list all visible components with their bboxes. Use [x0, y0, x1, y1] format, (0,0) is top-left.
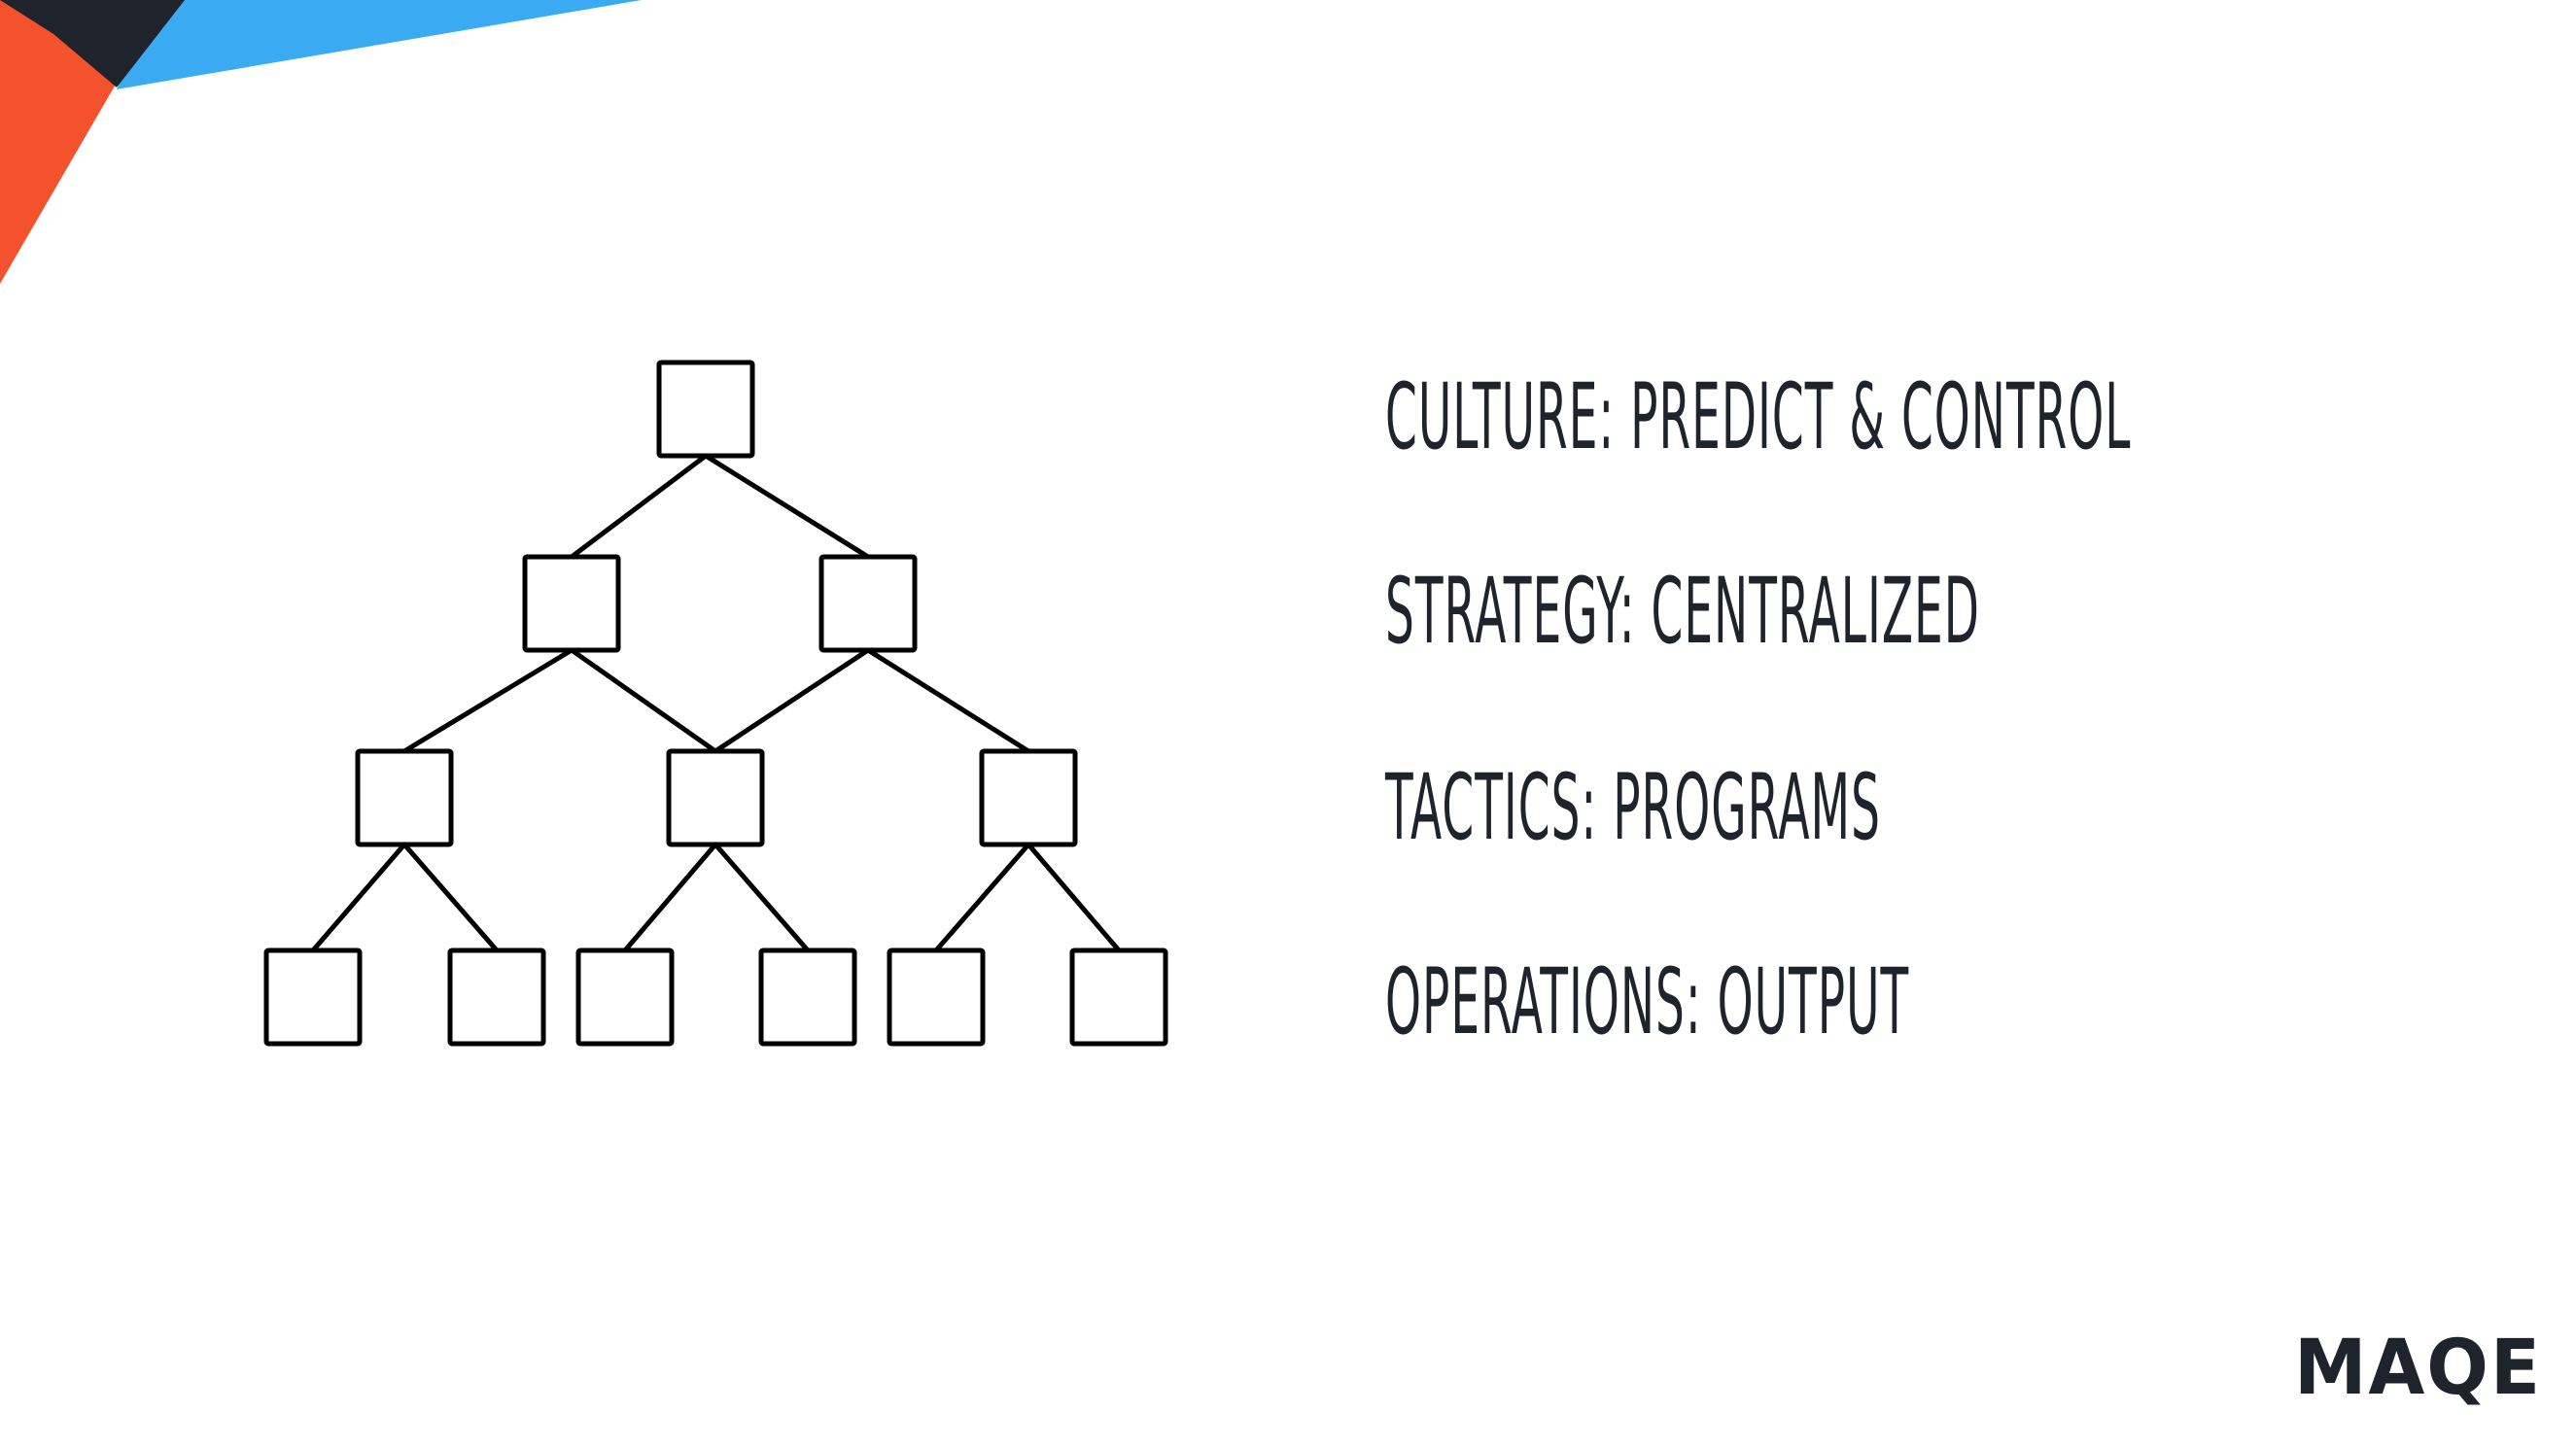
tree-node [666, 748, 765, 847]
tree-node [887, 947, 986, 1047]
tree-connector [622, 842, 718, 953]
line-culture: CULTURE: PREDICT & CONTROL [1385, 364, 2132, 470]
corner-blue-shape [117, 0, 642, 89]
tree-connector [401, 842, 500, 953]
corner-decoration [0, 0, 642, 284]
tree-connector [569, 453, 709, 560]
tree-node [522, 554, 621, 653]
hierarchy-diagram [263, 360, 1168, 1047]
tree-connector [1026, 842, 1122, 953]
tree-connector [703, 453, 871, 560]
corner-navy-shape [0, 0, 185, 87]
maqe-logo: MAQE [2294, 1325, 2542, 1412]
tree-node [758, 947, 857, 1047]
line-strategy: STRATEGY: CENTRALIZED [1385, 559, 1980, 665]
logo-wordmark: MAQE [2294, 1325, 2542, 1412]
tree-node [818, 554, 918, 653]
tree-node [1069, 947, 1168, 1047]
tree-connector [569, 647, 718, 754]
tree-connector [713, 647, 871, 754]
tree-node [575, 947, 675, 1047]
tree-node [979, 748, 1078, 847]
tree-connector [933, 842, 1031, 953]
tree-node [656, 360, 755, 459]
line-operations: OPERATIONS: OUTPUT [1385, 949, 1910, 1055]
tree-connector [310, 842, 407, 953]
tree-node [355, 748, 454, 847]
tree-connector [713, 842, 811, 953]
tree-connector [401, 647, 574, 754]
line-tactics: TACTICS: PROGRAMS [1385, 755, 1881, 861]
tree-node [263, 947, 363, 1047]
tree-node [447, 947, 546, 1047]
tree-connector [865, 647, 1031, 754]
